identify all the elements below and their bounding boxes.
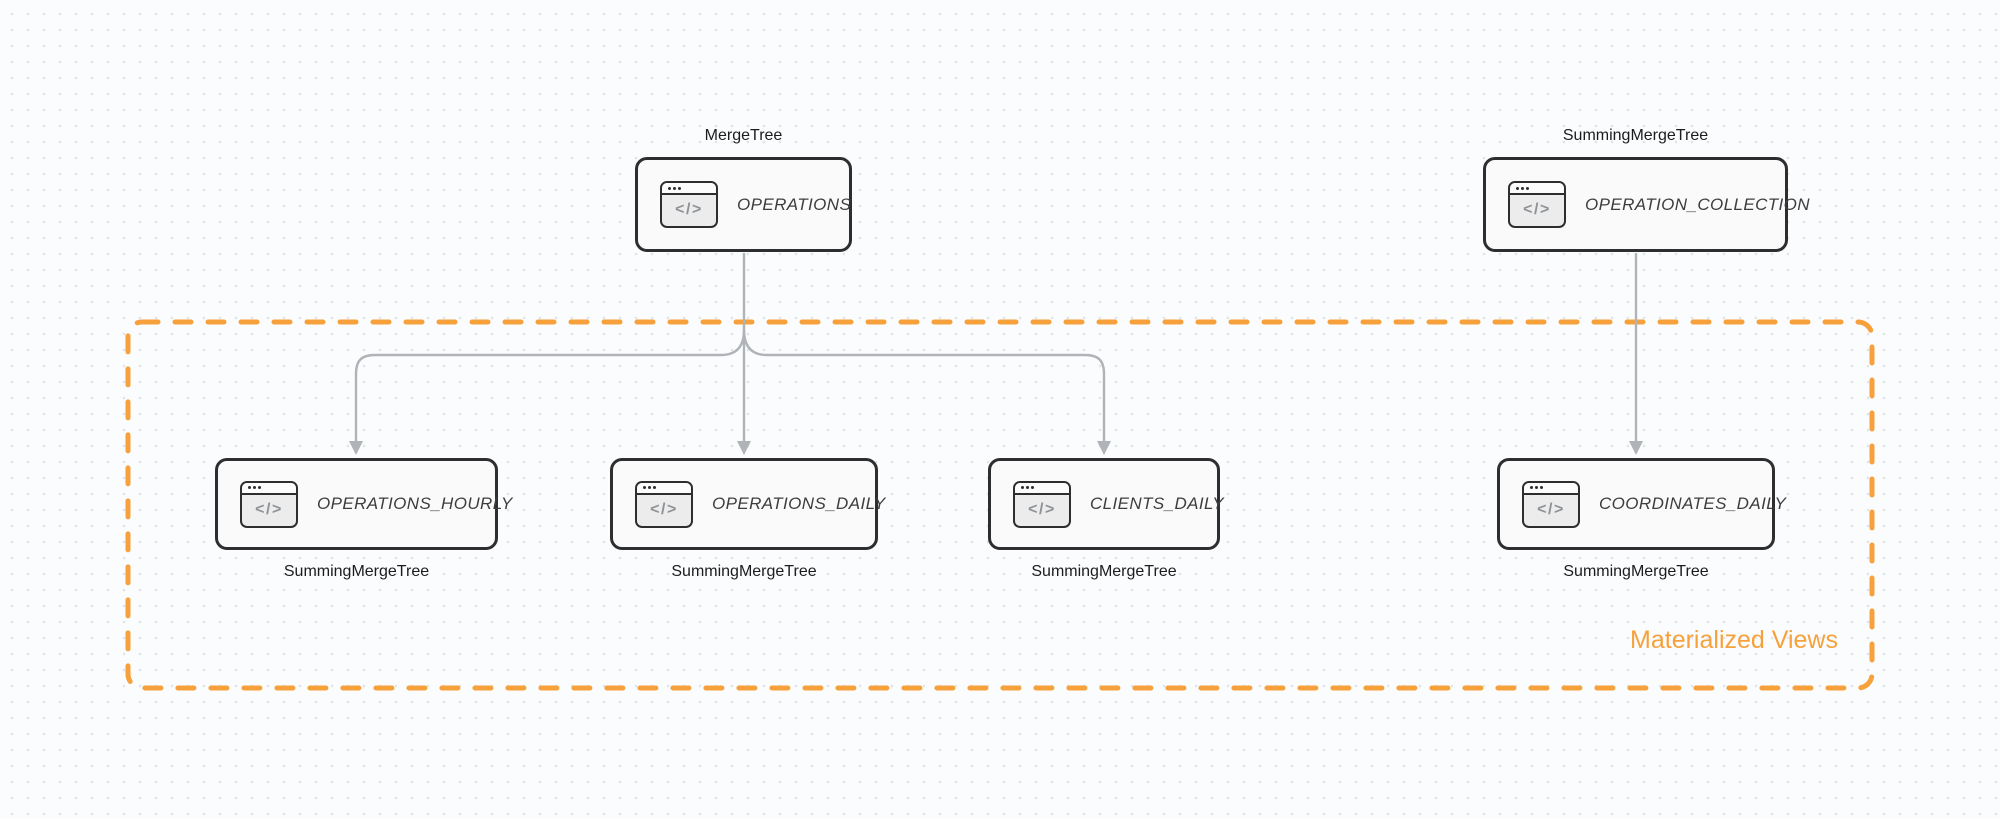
window-titlebar	[1015, 482, 1069, 495]
table-node-clients-daily[interactable]: SummingMergeTree </> CLIENTS_DAILY	[988, 458, 1224, 580]
engine-label: SummingMergeTree	[1563, 563, 1709, 580]
table-name: COORDINATES_DAILY	[1599, 494, 1787, 513]
table-name: CLIENTS_DAILY	[1090, 494, 1225, 513]
node-box[interactable]: </> OPERATIONS_DAILY	[610, 458, 885, 550]
arrowhead-operations-daily	[737, 441, 751, 455]
window-dots-icon	[668, 186, 671, 190]
window-dots-icon	[1021, 486, 1024, 489]
table-node-operations[interactable]: MergeTree </> OPERATIONS	[635, 127, 852, 252]
window-titlebar	[662, 183, 716, 195]
code-window-icon: </>	[660, 181, 718, 228]
table-name: OPERATIONS_HOURLY	[317, 494, 513, 513]
edge-operations-to-clients-daily	[742, 329, 1106, 442]
arrowhead-coordinates-daily	[1629, 441, 1643, 455]
code-glyph-icon: </>	[1028, 500, 1056, 518]
edge-operations-to-operations-hourly	[354, 329, 746, 442]
window-titlebar	[1524, 482, 1578, 495]
node-box[interactable]: </> CLIENTS_DAILY	[988, 458, 1224, 550]
engine-label: SummingMergeTree	[671, 563, 817, 580]
code-glyph-icon: </>	[1523, 201, 1551, 218]
table-node-operation-collection[interactable]: SummingMergeTree </> OPERATION_COLLECTIO…	[1483, 127, 1810, 252]
table-node-operations-hourly[interactable]: SummingMergeTree </> OPERATIONS_HOURLY	[215, 458, 512, 580]
table-name: OPERATION_COLLECTION	[1585, 194, 1810, 214]
engine-label: SummingMergeTree	[1562, 127, 1709, 144]
table-node-coordinates-daily[interactable]: SummingMergeTree </> COORDINATES_DAILY	[1497, 458, 1786, 580]
materialized-views-label: Materialized Views	[1630, 626, 1838, 654]
engine-label: SummingMergeTree	[283, 563, 430, 580]
arrowhead-clients-daily	[1097, 441, 1111, 455]
code-window-icon: </>	[240, 480, 298, 528]
code-glyph-icon: </>	[1537, 500, 1565, 518]
window-dots-icon	[1530, 486, 1533, 489]
window-titlebar	[637, 482, 691, 495]
node-box[interactable]: </> OPERATION_COLLECTION	[1483, 157, 1810, 252]
code-glyph-icon: </>	[255, 500, 283, 518]
engine-label: MergeTree	[704, 127, 783, 144]
table-name: OPERATIONS_DAILY	[712, 494, 886, 513]
window-dots-icon	[643, 486, 646, 489]
node-box[interactable]: </> COORDINATES_DAILY	[1497, 458, 1786, 550]
window-titlebar	[1510, 183, 1564, 195]
window-dots-icon	[248, 486, 251, 489]
code-window-icon: </>	[1013, 480, 1071, 528]
arrowhead-operations-hourly	[349, 441, 363, 455]
materialized-views-frame[interactable]	[125, 319, 1875, 691]
code-window-icon: </>	[1508, 181, 1566, 228]
code-window-icon: </>	[1522, 480, 1580, 528]
window-dots-icon	[1516, 186, 1519, 190]
table-name: OPERATIONS	[737, 194, 852, 214]
node-box[interactable]: </> OPERATIONS_HOURLY	[215, 458, 512, 550]
code-glyph-icon: </>	[675, 201, 703, 218]
code-window-icon: </>	[635, 480, 693, 528]
code-glyph-icon: </>	[650, 500, 678, 518]
window-titlebar	[242, 482, 296, 495]
table-node-operations-daily[interactable]: SummingMergeTree </> OPERATIONS_DAILY	[610, 458, 885, 580]
engine-label: SummingMergeTree	[1031, 563, 1177, 580]
node-box[interactable]: </> OPERATIONS	[635, 157, 852, 252]
